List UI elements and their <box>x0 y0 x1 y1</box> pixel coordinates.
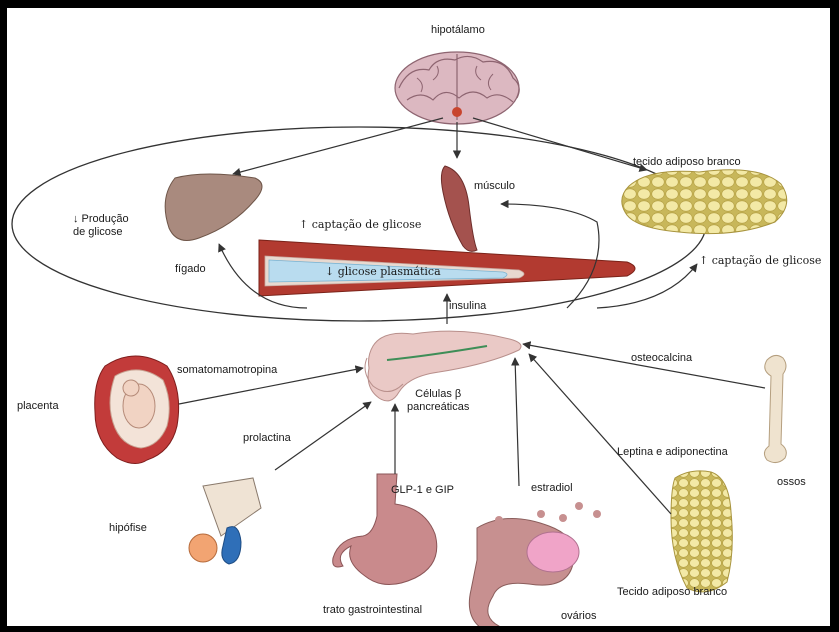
label-gi-tract: trato gastrointestinal <box>323 604 422 617</box>
label-hypothalamus: hipotálamo <box>431 24 485 37</box>
brain-illustration <box>395 52 519 124</box>
liver-illustration <box>165 174 262 240</box>
label-bones: ossos <box>777 476 806 489</box>
label-leptin-adiponectin: Leptina e adiponectina <box>617 446 728 459</box>
diagram-panel: hipotálamo músculo tecido adiposo branco… <box>7 8 830 626</box>
label-glucose-production: ↓ Produção de glicose <box>73 213 129 239</box>
label-glp-gip: GLP-1 e GIP <box>391 484 454 497</box>
label-plasma-glucose: ↓ glicose plasmática <box>325 265 441 278</box>
label-glucose-uptake-center: ↑ captação de glicose <box>299 218 421 231</box>
label-somatomammotropin: somatomamotropina <box>177 364 277 377</box>
label-insulin: insulina <box>449 300 486 313</box>
pituitary-illustration <box>189 478 261 564</box>
label-beta-cells: Células β pancreáticas <box>407 388 469 414</box>
label-muscle: músculo <box>474 180 515 193</box>
blood-vessel-illustration <box>259 240 635 296</box>
adipose-top-illustration <box>622 170 787 234</box>
placenta-illustration <box>95 356 179 464</box>
label-pituitary: hipófise <box>109 522 147 535</box>
label-prolactin: prolactina <box>243 432 291 445</box>
label-ovaries: ovários <box>561 610 596 623</box>
label-osteocalcin: osteocalcina <box>631 352 692 365</box>
label-liver: fígado <box>175 263 206 276</box>
bone-illustration <box>764 355 786 462</box>
label-glucose-uptake-right: ↑ captação de glicose <box>699 254 821 267</box>
label-white-adipose-top: tecido adiposo branco <box>633 156 741 169</box>
adipose-bottom-illustration <box>671 471 732 592</box>
label-placenta: placenta <box>17 400 59 413</box>
ovaries-illustration <box>469 502 601 626</box>
muscle-illustration <box>441 166 477 251</box>
label-white-adipose-bottom: Tecido adiposo branco <box>617 586 727 599</box>
label-estradiol: estradiol <box>531 482 573 495</box>
